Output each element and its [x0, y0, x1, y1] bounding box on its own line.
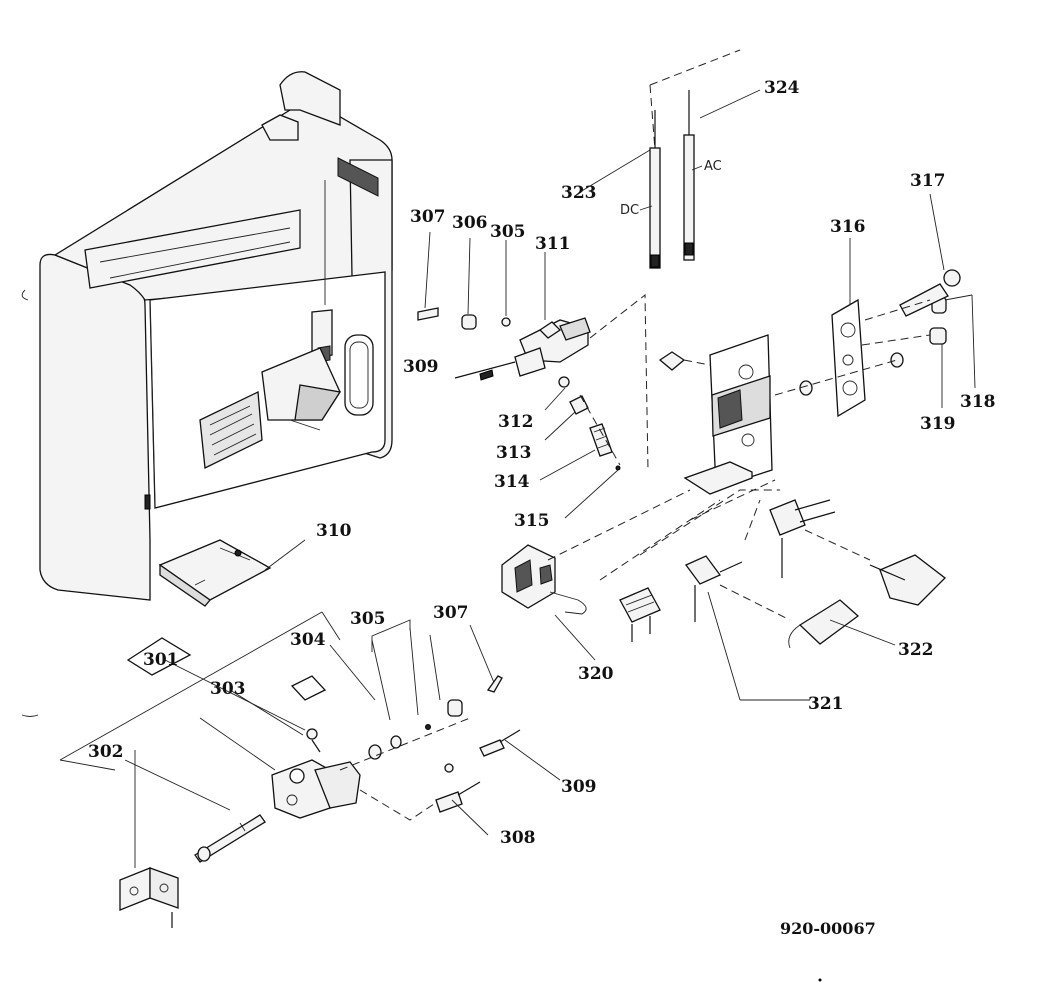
- label-303: 303: [210, 679, 246, 699]
- label-319: 319: [920, 414, 956, 434]
- burner-assembly: [21, 611, 361, 928]
- label-314: 314: [494, 472, 530, 492]
- label-313: 313: [496, 443, 532, 463]
- label-324: 324: [764, 78, 800, 98]
- label-306: 306: [452, 213, 488, 233]
- label-320: 320: [578, 664, 614, 684]
- leader-lines: [164, 89, 945, 736]
- control-panel: [658, 269, 976, 495]
- lower-pilot-parts: [339, 619, 561, 836]
- electrical-components: [501, 479, 946, 701]
- part-labels: 301 302 303 304 305 305 306 307 307 308 …: [88, 78, 996, 848]
- label-308: 308: [500, 828, 536, 848]
- heating-elements: DC AC: [620, 49, 741, 269]
- label-311: 311: [535, 234, 571, 254]
- label-307-lower: 307: [433, 603, 469, 623]
- label-316: 316: [830, 217, 866, 237]
- bracket-plate-310: [158, 539, 272, 607]
- label-322: 322: [898, 640, 934, 660]
- label-302: 302: [88, 742, 124, 762]
- label-309-upper: 309: [403, 357, 439, 377]
- document-number: 920-00067: [780, 919, 876, 938]
- refrigerator-cabinet: [21, 71, 393, 601]
- label-321: 321: [808, 694, 844, 714]
- label-310: 310: [316, 521, 352, 541]
- label-323: 323: [561, 183, 597, 203]
- ac-label: AC: [704, 159, 722, 174]
- upper-gas-valve-parts: [417, 293, 649, 471]
- label-315: 315: [514, 511, 550, 531]
- label-312: 312: [498, 412, 534, 432]
- dc-label: DC: [620, 203, 639, 218]
- label-309-lower: 309: [561, 777, 597, 797]
- label-318: 318: [960, 392, 996, 412]
- label-301: 301: [143, 650, 179, 670]
- label-305-upper: 305: [490, 222, 526, 242]
- label-304: 304: [290, 630, 326, 650]
- label-307-upper: 307: [410, 207, 446, 227]
- label-317: 317: [910, 171, 946, 191]
- label-305-lower: 305: [350, 609, 386, 629]
